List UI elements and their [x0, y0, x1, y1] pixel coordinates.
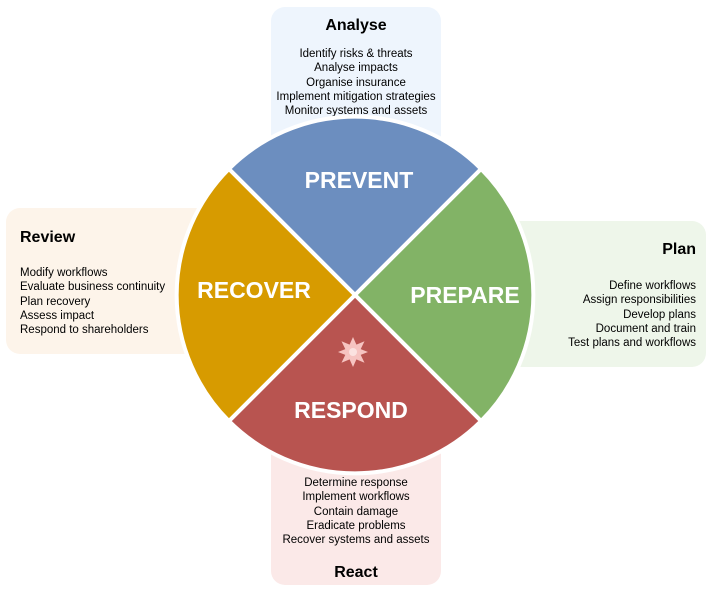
list-item: Assign responsibilities [582, 294, 696, 307]
list-item: Document and train [595, 322, 696, 335]
prepare-segment[interactable] [352, 166, 536, 424]
list-item: Define workflows [609, 280, 696, 292]
react-title: React [334, 564, 378, 581]
plan-title: Plan [662, 241, 696, 258]
recover-segment[interactable] [174, 166, 358, 424]
review-list: Modify workflows Evaluate business conti… [20, 266, 165, 337]
list-item: Eradicate problems [306, 519, 406, 532]
list-item: Implement mitigation strategies [276, 90, 436, 103]
list-item: Respond to shareholders [20, 324, 149, 337]
plan-list: Define workflows Assign responsibilities… [568, 279, 696, 350]
prevent-label: PREVENT [305, 167, 414, 193]
list-item: Modify workflows [20, 267, 108, 279]
analyse-list: Identify risks & threats Analyse impacts… [271, 47, 441, 118]
analyse-title: Analyse [325, 17, 387, 34]
list-item: Monitor systems and assets [284, 105, 428, 118]
prevent-segment[interactable] [226, 114, 484, 298]
react-list: Determine response Implement workflows C… [271, 476, 441, 547]
respond-label: RESPOND [294, 397, 408, 423]
list-item: Develop plans [623, 308, 696, 321]
list-item: Contain damage [313, 505, 399, 518]
list-item: Test plans and workflows [568, 337, 696, 350]
list-item: Organise insurance [306, 76, 406, 89]
list-item: Evaluate business continuity [20, 281, 166, 294]
review-title: Review [20, 229, 76, 246]
list-item: Assess impact [20, 309, 95, 322]
list-item: Analyse impacts [314, 62, 398, 75]
list-item: Determine response [304, 477, 408, 489]
respond-segment[interactable] [226, 292, 484, 476]
prepare-label: PREPARE [410, 282, 520, 308]
list-item: Identify risks & threats [299, 48, 413, 60]
list-item: Implement workflows [302, 491, 410, 504]
list-item: Recover systems and assets [282, 534, 430, 547]
star-burst-icon [338, 337, 368, 367]
list-item: Plan recovery [20, 295, 91, 308]
recover-label: RECOVER [197, 277, 311, 303]
